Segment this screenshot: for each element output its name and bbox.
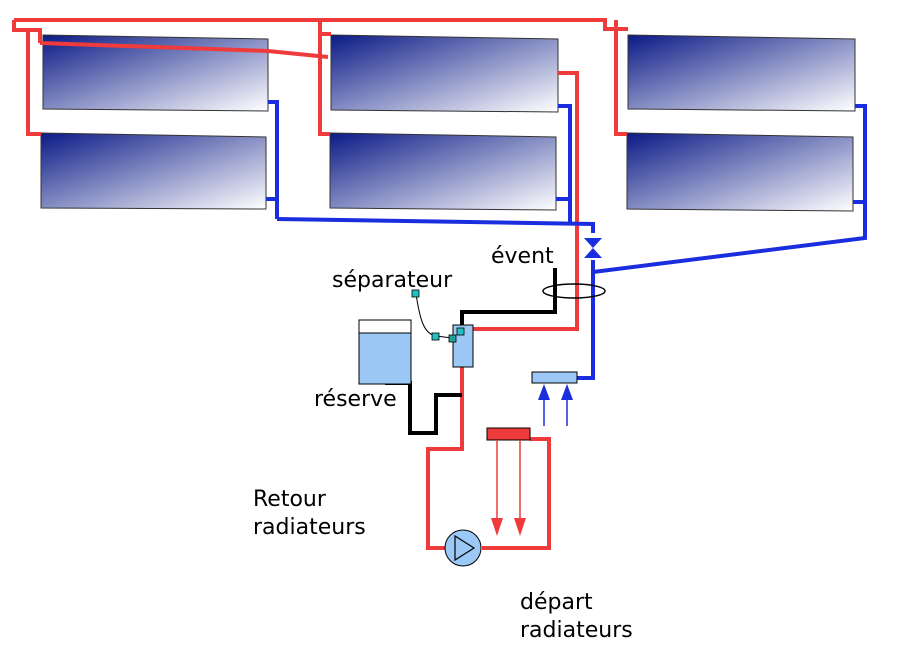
cold-down-line xyxy=(577,260,595,380)
cold-main-line xyxy=(276,217,595,233)
label-event: évent xyxy=(491,244,554,269)
cold-return-arrows xyxy=(538,384,573,426)
hot-pipes xyxy=(12,18,628,550)
vent-pipe xyxy=(460,268,557,331)
label-depart-line1: départ xyxy=(520,590,593,615)
cold-collector xyxy=(531,371,578,384)
label-reserve: réserve xyxy=(314,387,397,412)
hot-depart-arrows xyxy=(491,440,526,536)
sensor-icon xyxy=(456,327,465,336)
label-return-line1: Retour xyxy=(253,487,327,512)
separator xyxy=(411,289,474,368)
circulation-pump-icon xyxy=(444,529,482,567)
air-vent-coil-icon xyxy=(542,283,606,299)
hot-collector xyxy=(486,427,531,441)
solar-panel xyxy=(42,34,269,112)
butterfly-valve-icon xyxy=(584,238,602,258)
sensor-icon xyxy=(431,332,440,341)
label-return-line2: radiateurs xyxy=(253,515,366,540)
sensor-icon xyxy=(411,289,420,298)
reserve-tank xyxy=(358,319,412,385)
hot-depart-loop xyxy=(482,437,551,550)
label-separator: séparateur xyxy=(332,268,453,293)
cold-mid-panel xyxy=(558,104,572,224)
solar-panel xyxy=(330,34,559,113)
hot-left-riser xyxy=(26,30,41,136)
hot-mid-riser xyxy=(318,20,330,136)
hot-right-riser xyxy=(614,20,627,136)
hot-cross-line xyxy=(39,41,329,59)
solar-panel xyxy=(40,132,267,210)
sensor-icon xyxy=(448,334,457,343)
solar-panel xyxy=(626,132,854,212)
label-depart-line2: radiateurs xyxy=(520,618,633,643)
solar-panels xyxy=(40,34,856,212)
cold-left-panel xyxy=(268,100,279,219)
hot-return-loop xyxy=(426,366,464,550)
solar-panel xyxy=(627,34,856,112)
solar-panel xyxy=(329,132,557,211)
cold-right-panel xyxy=(592,104,867,274)
cold-pipes xyxy=(266,100,867,380)
hot-mid-output xyxy=(470,71,579,331)
